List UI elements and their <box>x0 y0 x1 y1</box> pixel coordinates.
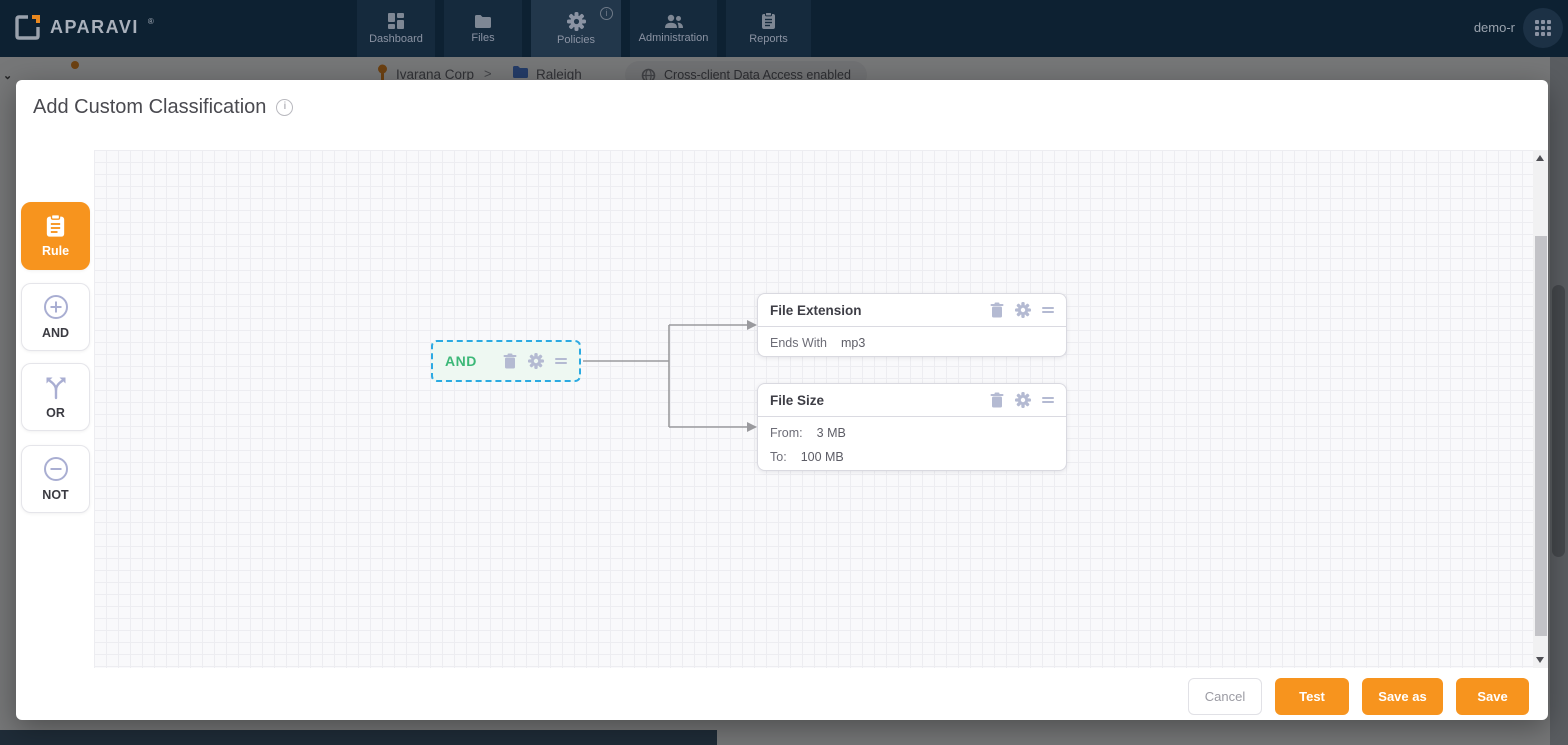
canvas-scrollbar[interactable] <box>1533 150 1548 668</box>
drag-handle-icon[interactable] <box>1042 395 1054 405</box>
files-folder-icon <box>475 14 491 28</box>
or-branch-icon <box>46 377 65 400</box>
rule-clipboard-icon <box>46 214 65 237</box>
tab-dashboard-label: Dashboard <box>369 33 423 45</box>
rule-field: To: 100 MB <box>770 445 1054 469</box>
brand-registered-mark: ® <box>147 17 154 26</box>
user-name[interactable]: demo-r <box>1473 20 1515 35</box>
brand-name: APARAVI <box>50 17 139 37</box>
not-tool-label: NOT <box>42 488 69 502</box>
tab-policies-label: Policies <box>557 33 595 46</box>
file-size-body: From: 3 MB To: 100 MB <box>758 417 1066 473</box>
or-tool-button[interactable]: OR <box>21 363 90 431</box>
scroll-down-arrow-icon[interactable] <box>1533 652 1548 668</box>
aparavi-logo-icon <box>15 15 40 40</box>
dashboard-icon <box>388 13 404 29</box>
rule-field: From: 3 MB <box>770 421 1054 445</box>
rule-tool-label: Rule <box>41 244 70 258</box>
delete-trash-icon[interactable] <box>503 353 517 369</box>
and-tool-label: AND <box>41 326 70 340</box>
field-label: From: <box>770 426 803 440</box>
settings-gear-icon[interactable] <box>1015 302 1031 318</box>
delete-trash-icon[interactable] <box>990 392 1004 408</box>
policies-gear-icon <box>566 11 586 31</box>
canvas-scrollbar-track[interactable] <box>1533 166 1548 652</box>
file-size-actions <box>990 392 1054 408</box>
tab-files-label: Files <box>471 31 495 44</box>
save-as-button[interactable]: Save as <box>1362 678 1443 715</box>
nav-tabs: Dashboard Files Policies <box>357 0 811 57</box>
apps-menu-button[interactable] <box>1523 8 1563 48</box>
tab-administration[interactable]: Administration <box>630 0 717 57</box>
field-label: Ends With <box>770 336 827 350</box>
modal-footer: Cancel Test Save as Save <box>16 678 1548 715</box>
top-navbar: APARAVI ® Dashboard Files <box>0 0 1568 57</box>
delete-trash-icon[interactable] <box>990 302 1004 318</box>
test-button[interactable]: Test <box>1275 678 1349 715</box>
and-node-actions <box>503 353 567 369</box>
file-size-title: File Size <box>770 392 825 408</box>
cancel-button[interactable]: Cancel <box>1188 678 1262 715</box>
connector-lines <box>583 320 757 432</box>
field-value: 100 MB <box>800 450 844 464</box>
tab-reports[interactable]: Reports <box>726 0 811 57</box>
save-button[interactable]: Save <box>1456 678 1529 715</box>
not-tool-button[interactable]: NOT <box>21 445 90 513</box>
field-label: To: <box>770 450 787 464</box>
tab-reports-label: Reports <box>749 33 788 45</box>
browser-scrollbar[interactable] <box>1550 57 1568 745</box>
policies-info-icon[interactable]: i <box>600 7 613 20</box>
settings-gear-icon[interactable] <box>1015 392 1031 408</box>
and-operator-node[interactable]: AND <box>431 340 581 382</box>
modal-title-row: Add Custom Classification i <box>33 96 294 119</box>
administration-users-icon <box>664 14 683 28</box>
drag-handle-icon[interactable] <box>1042 305 1054 315</box>
file-extension-header: File Extension <box>758 294 1066 327</box>
add-custom-classification-modal: Add Custom Classification i Rule AND OR … <box>16 80 1548 720</box>
not-minus-icon <box>43 457 68 481</box>
file-extension-body: Ends With mp3 <box>758 327 1066 359</box>
drag-handle-icon[interactable] <box>555 356 567 366</box>
tab-administration-label: Administration <box>638 31 709 44</box>
tab-files[interactable]: Files <box>444 0 522 57</box>
rule-tool-button[interactable]: Rule <box>21 202 90 270</box>
settings-gear-icon[interactable] <box>528 353 544 369</box>
file-extension-title: File Extension <box>770 302 862 318</box>
reports-clipboard-icon <box>762 12 775 29</box>
browser-scrollbar-thumb[interactable] <box>1552 285 1565 557</box>
scroll-up-arrow-icon[interactable] <box>1533 150 1548 166</box>
page-title: Add Custom Classification <box>33 96 267 118</box>
rule-field: Ends With mp3 <box>770 331 1054 355</box>
file-size-header: File Size <box>758 384 1066 417</box>
apps-grid-icon <box>1535 20 1551 36</box>
file-extension-node[interactable]: File Extension Ends With mp3 <box>757 293 1067 357</box>
aparavi-logo[interactable]: APARAVI ® <box>14 14 154 41</box>
canvas-scrollbar-thumb[interactable] <box>1534 236 1547 636</box>
file-size-node[interactable]: File Size From: 3 MB To: 100 MB <box>757 383 1067 471</box>
title-info-icon[interactable]: i <box>276 99 294 116</box>
field-value: 3 MB <box>816 426 846 440</box>
tab-policies[interactable]: Policies i <box>531 0 621 57</box>
and-tool-button[interactable]: AND <box>21 283 90 351</box>
field-value: mp3 <box>840 336 866 350</box>
or-tool-label: OR <box>46 406 65 420</box>
tab-dashboard[interactable]: Dashboard <box>357 0 435 57</box>
and-plus-icon <box>43 295 68 319</box>
rule-canvas[interactable]: AND File Extension <box>94 150 1533 668</box>
file-extension-actions <box>990 302 1054 318</box>
and-node-label: AND <box>445 353 477 369</box>
